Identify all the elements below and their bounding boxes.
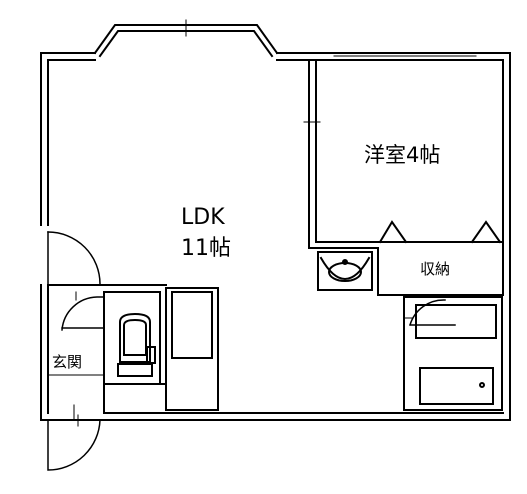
bath-area	[403, 296, 503, 411]
kitchen-counter	[165, 287, 219, 411]
closet-doors	[378, 220, 502, 244]
toilet-room	[47, 284, 167, 414]
exterior-walls	[40, 52, 511, 421]
storage-label: 収納	[420, 260, 450, 278]
entrance	[47, 231, 105, 471]
western-room-label: 洋室4帖	[364, 143, 440, 167]
bay-window	[93, 19, 279, 58]
ldk-name-label: LDK	[181, 205, 225, 230]
entrance-label: 玄関	[52, 353, 82, 371]
ldk-size-label: 11帖	[181, 236, 231, 261]
washbasin	[317, 251, 373, 291]
western-room-walls	[303, 55, 504, 296]
